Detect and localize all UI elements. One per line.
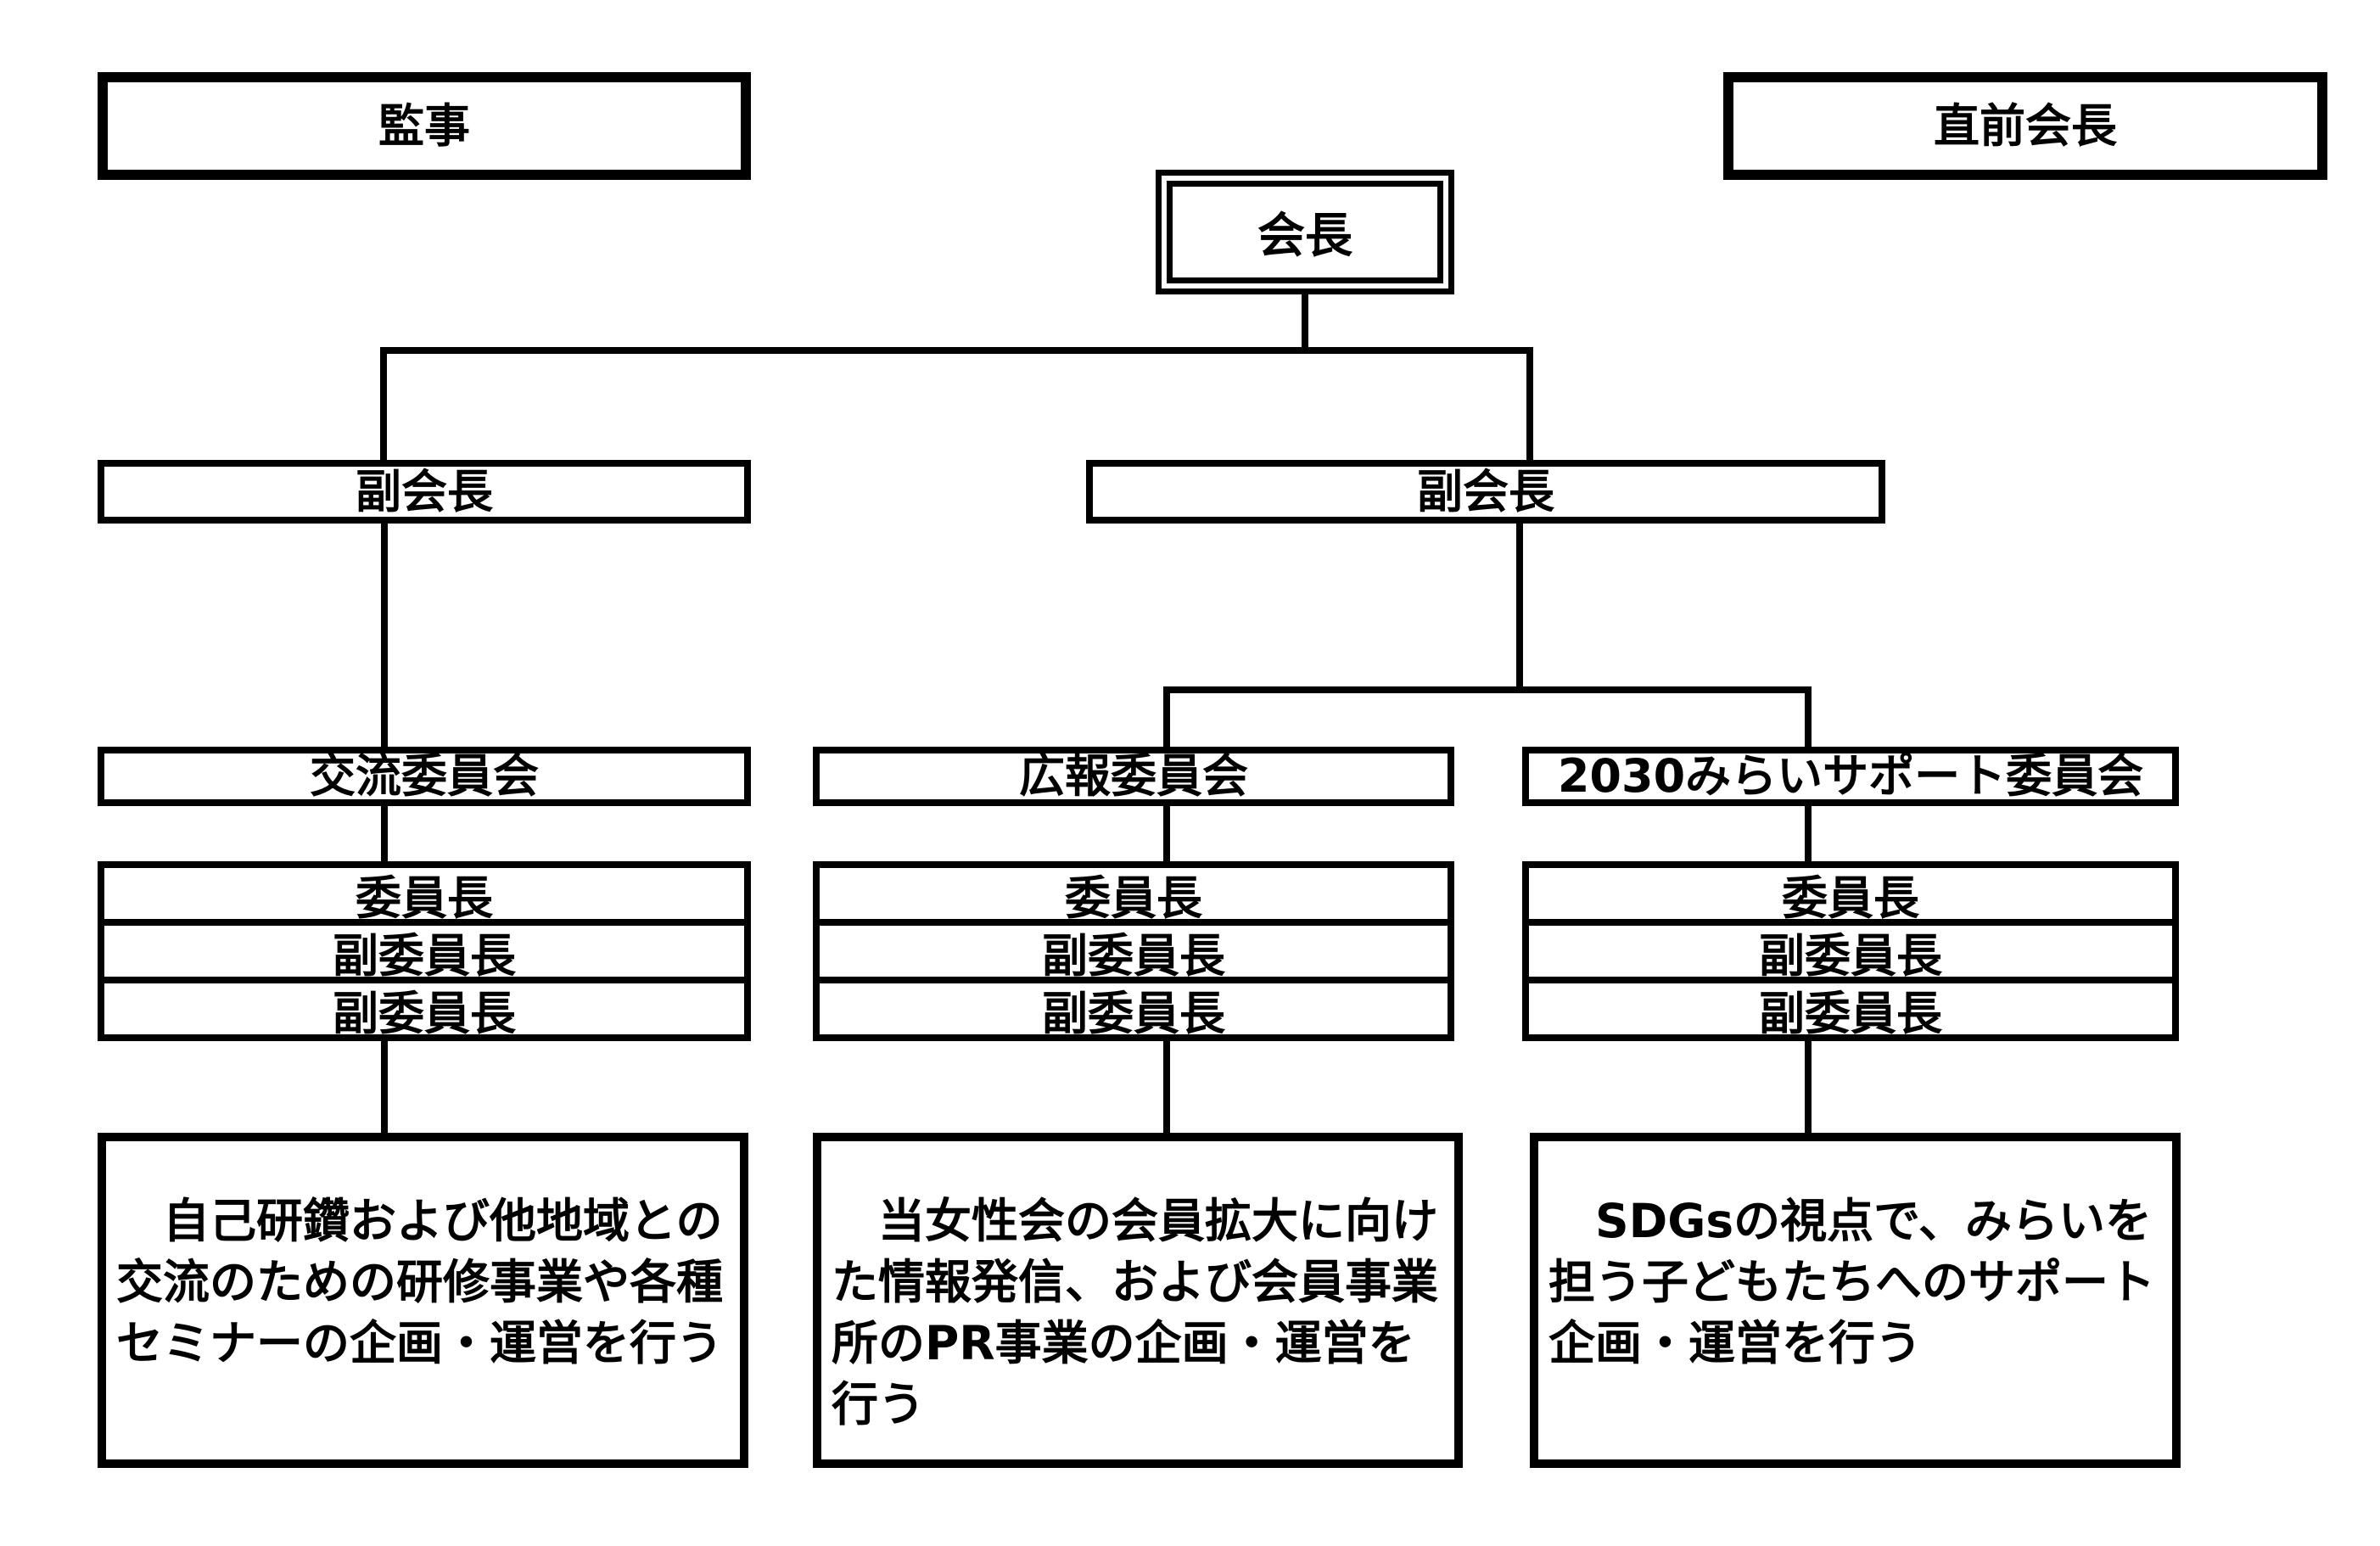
connector-committee-stack-mid <box>1163 806 1170 861</box>
past-president-label: 直前会長 <box>1934 98 2117 153</box>
role-label: 副委員長 <box>1759 928 1942 983</box>
connector-stack-desc-mid <box>1163 1041 1170 1133</box>
auditor-box: 監事 <box>98 72 751 180</box>
role-row: 副委員長 <box>104 919 744 983</box>
committee-pr-box: 広報委員会 <box>813 747 1454 806</box>
description-pr: 当女性会の会員拡大に向けた情報発信、および会員事業所のPR事業の企画・運営を行う <box>813 1133 1463 1468</box>
role-label: 委員長 <box>1782 871 1919 925</box>
president-box: 会長 <box>1156 170 1454 294</box>
role-label: 副委員長 <box>333 928 516 983</box>
vice-president-right-label: 副会長 <box>1417 464 1554 518</box>
description-2030: SDGsの視点で、みらいを担う子どもたちへのサポート企画・運営を行う <box>1530 1133 2181 1468</box>
role-label: 委員長 <box>356 871 493 925</box>
role-row: 副委員長 <box>820 919 1448 983</box>
auditor-label: 監事 <box>378 98 470 153</box>
roles-stack-2030: 委員長 副委員長 副委員長 <box>1522 861 2179 1041</box>
committee-exchange-box: 交流委員会 <box>98 747 751 806</box>
committee-2030-box: 2030みらいサポート委員会 <box>1522 747 2179 806</box>
connector-branch-right <box>1526 347 1533 460</box>
roles-stack-pr: 委員長 副委員長 副委員長 <box>813 861 1454 1041</box>
committee-exchange-label: 交流委員会 <box>310 749 539 804</box>
connector-top-horizontal <box>380 347 1533 354</box>
president-label: 会長 <box>1257 209 1352 264</box>
connector-split-right-down <box>1805 686 1812 747</box>
connector-stack-desc-right <box>1805 1041 1812 1133</box>
vice-president-left-label: 副会長 <box>356 464 493 518</box>
role-label: 副委員長 <box>1042 928 1225 983</box>
role-row: 委員長 <box>104 868 744 925</box>
role-row: 委員長 <box>820 868 1448 925</box>
description-exchange: 自己研鑽および他地域との交流のための研修事業や各種セミナーの企画・運営を行う <box>98 1133 748 1468</box>
connector-split-left-down <box>1163 686 1170 747</box>
connector-president-down <box>1302 294 1308 354</box>
connector-committee-stack-left <box>381 806 388 861</box>
committee-pr-label: 広報委員会 <box>1019 749 1248 804</box>
connector-committee-stack-right <box>1805 806 1812 861</box>
committee-2030-label: 2030みらいサポート委員会 <box>1557 749 2144 804</box>
role-row: 副委員長 <box>1529 919 2172 983</box>
role-label: 副委員長 <box>333 986 516 1040</box>
role-label: 副委員長 <box>1759 986 1942 1040</box>
president-box-inner: 会長 <box>1167 181 1443 283</box>
role-row: 副委員長 <box>104 977 744 1040</box>
roles-stack-exchange: 委員長 副委員長 副委員長 <box>98 861 751 1041</box>
vice-president-left-box: 副会長 <box>98 460 751 524</box>
connector-vpleft-committee <box>381 524 388 747</box>
past-president-box: 直前会長 <box>1723 72 2327 180</box>
role-row: 副委員長 <box>1529 977 2172 1040</box>
connector-stack-desc-left <box>381 1041 388 1133</box>
connector-branch-left <box>380 347 387 460</box>
connector-vpright-down <box>1516 524 1523 693</box>
role-label: 副委員長 <box>1042 986 1225 1040</box>
vice-president-right-box: 副会長 <box>1086 460 1885 524</box>
role-label: 委員長 <box>1065 871 1202 925</box>
role-row: 委員長 <box>1529 868 2172 925</box>
role-row: 副委員長 <box>820 977 1448 1040</box>
connector-split-horizontal <box>1163 686 1812 693</box>
